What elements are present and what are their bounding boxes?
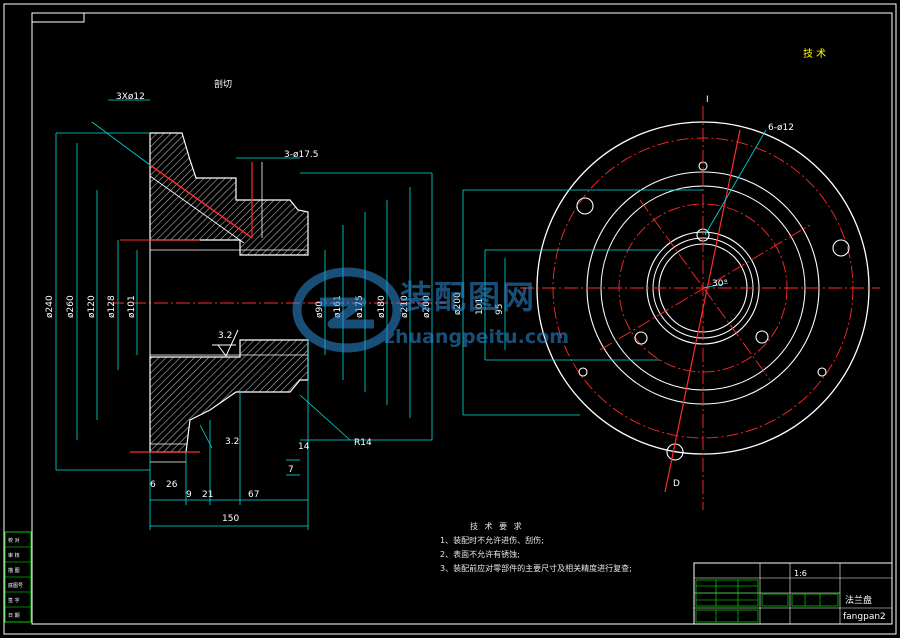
dim-len-14: 14 bbox=[298, 442, 310, 452]
stamp-review: 审 核 bbox=[8, 552, 20, 559]
dim-len-26: 26 bbox=[166, 480, 178, 490]
outer-bolt-holes bbox=[576, 161, 850, 461]
inner-bolt-holes bbox=[634, 228, 769, 345]
front-left-dims bbox=[462, 129, 767, 416]
front-dim-101: 101 bbox=[475, 298, 485, 315]
section-upper-body bbox=[149, 132, 309, 256]
title-drawing-no: fangpan2 bbox=[843, 612, 886, 622]
corner-tag-box bbox=[31, 12, 85, 23]
section-view-label: 剖切 bbox=[214, 78, 232, 90]
stamp-trace: 描 图 bbox=[8, 567, 20, 574]
tech-note-1: 1、装配时不允许进伤、刮伤; bbox=[440, 536, 544, 545]
section-hole-callout: 3-ø17.5 bbox=[284, 150, 319, 160]
dim-len-9: 9 bbox=[186, 490, 192, 500]
section-vertical-dims bbox=[55, 99, 433, 530]
roughness-value-b: 3.2 bbox=[225, 437, 239, 447]
top-right-label: 技 术 bbox=[803, 47, 826, 60]
tech-notes-heading: 技 术 要 求 bbox=[470, 522, 524, 531]
dim-len-6: 6 bbox=[150, 480, 156, 490]
dim-d175: ø175 bbox=[355, 295, 365, 318]
dim-len-67: 67 bbox=[248, 490, 259, 500]
dim-d210: ø210 bbox=[400, 295, 410, 318]
dim-d101: ø101 bbox=[127, 295, 137, 318]
title-part-name: 法兰盘 bbox=[845, 594, 872, 606]
title-block: 1:6 法兰盘 fangpan2 bbox=[693, 562, 893, 625]
fillet-callout: R14 bbox=[354, 438, 372, 448]
outer-border bbox=[3, 3, 897, 635]
cut-mark-D: D bbox=[673, 479, 680, 489]
tech-note-3: 3、装配前应对零部件的主要尺寸及相关精度进行复查; bbox=[440, 564, 632, 573]
dim-d260: ø260 bbox=[66, 295, 76, 318]
dim-d120: ø120 bbox=[87, 295, 97, 318]
roughness-value: 3.2 bbox=[218, 331, 232, 341]
stamp-base-no: 底图号 bbox=[8, 582, 23, 589]
technical-requirements: 技 术 要 求 1、装配时不允许进伤、刮伤; 2、表面不允许有锈蚀; 3、装配前… bbox=[440, 520, 700, 576]
stamp-date: 日 期 bbox=[8, 613, 20, 619]
front-centerlines bbox=[520, 106, 880, 510]
front-dim-95: 95 bbox=[495, 304, 505, 315]
front-angle: 30° bbox=[712, 279, 728, 289]
dim-d200: ø200 bbox=[422, 295, 432, 318]
dim-d161: ø161 bbox=[333, 295, 343, 318]
dim-len-21: 21 bbox=[202, 490, 213, 500]
inner-border bbox=[31, 12, 893, 625]
section-mark-I: I bbox=[706, 95, 709, 105]
section-lower-body bbox=[149, 339, 309, 453]
dim-d180: ø180 bbox=[377, 295, 387, 318]
roughness-symbol bbox=[217, 329, 239, 357]
dim-len-7: 7 bbox=[288, 465, 294, 475]
stamp-check: 校 对 bbox=[8, 537, 20, 544]
front-hole-callout: 6-ø12 bbox=[768, 123, 794, 133]
oil-hole-inclined bbox=[149, 164, 253, 239]
dim-len-150: 150 bbox=[222, 514, 239, 524]
title-scale: 1:6 bbox=[794, 569, 807, 578]
dim-d128: ø128 bbox=[107, 295, 117, 318]
front-view: I 6-ø12 30° ø200 101 95 D bbox=[453, 95, 880, 510]
section-view: 3Xø12 3-ø17.5 R14 3.2 3.2 ø240 ø260 ø120… bbox=[45, 92, 445, 530]
dim-d90: ø90 bbox=[315, 301, 325, 318]
left-stamp-table: 校 对 审 核 描 图 底图号 签 字 日 期 bbox=[4, 531, 32, 623]
stamp-sign: 签 字 bbox=[8, 597, 20, 604]
dim-d240: ø240 bbox=[45, 295, 55, 318]
tech-note-2: 2、表面不允许有锈蚀; bbox=[440, 550, 520, 559]
section-cut-line bbox=[664, 129, 741, 493]
front-dim-d200: ø200 bbox=[453, 292, 463, 315]
chamfer-callout: 3Xø12 bbox=[116, 92, 145, 102]
